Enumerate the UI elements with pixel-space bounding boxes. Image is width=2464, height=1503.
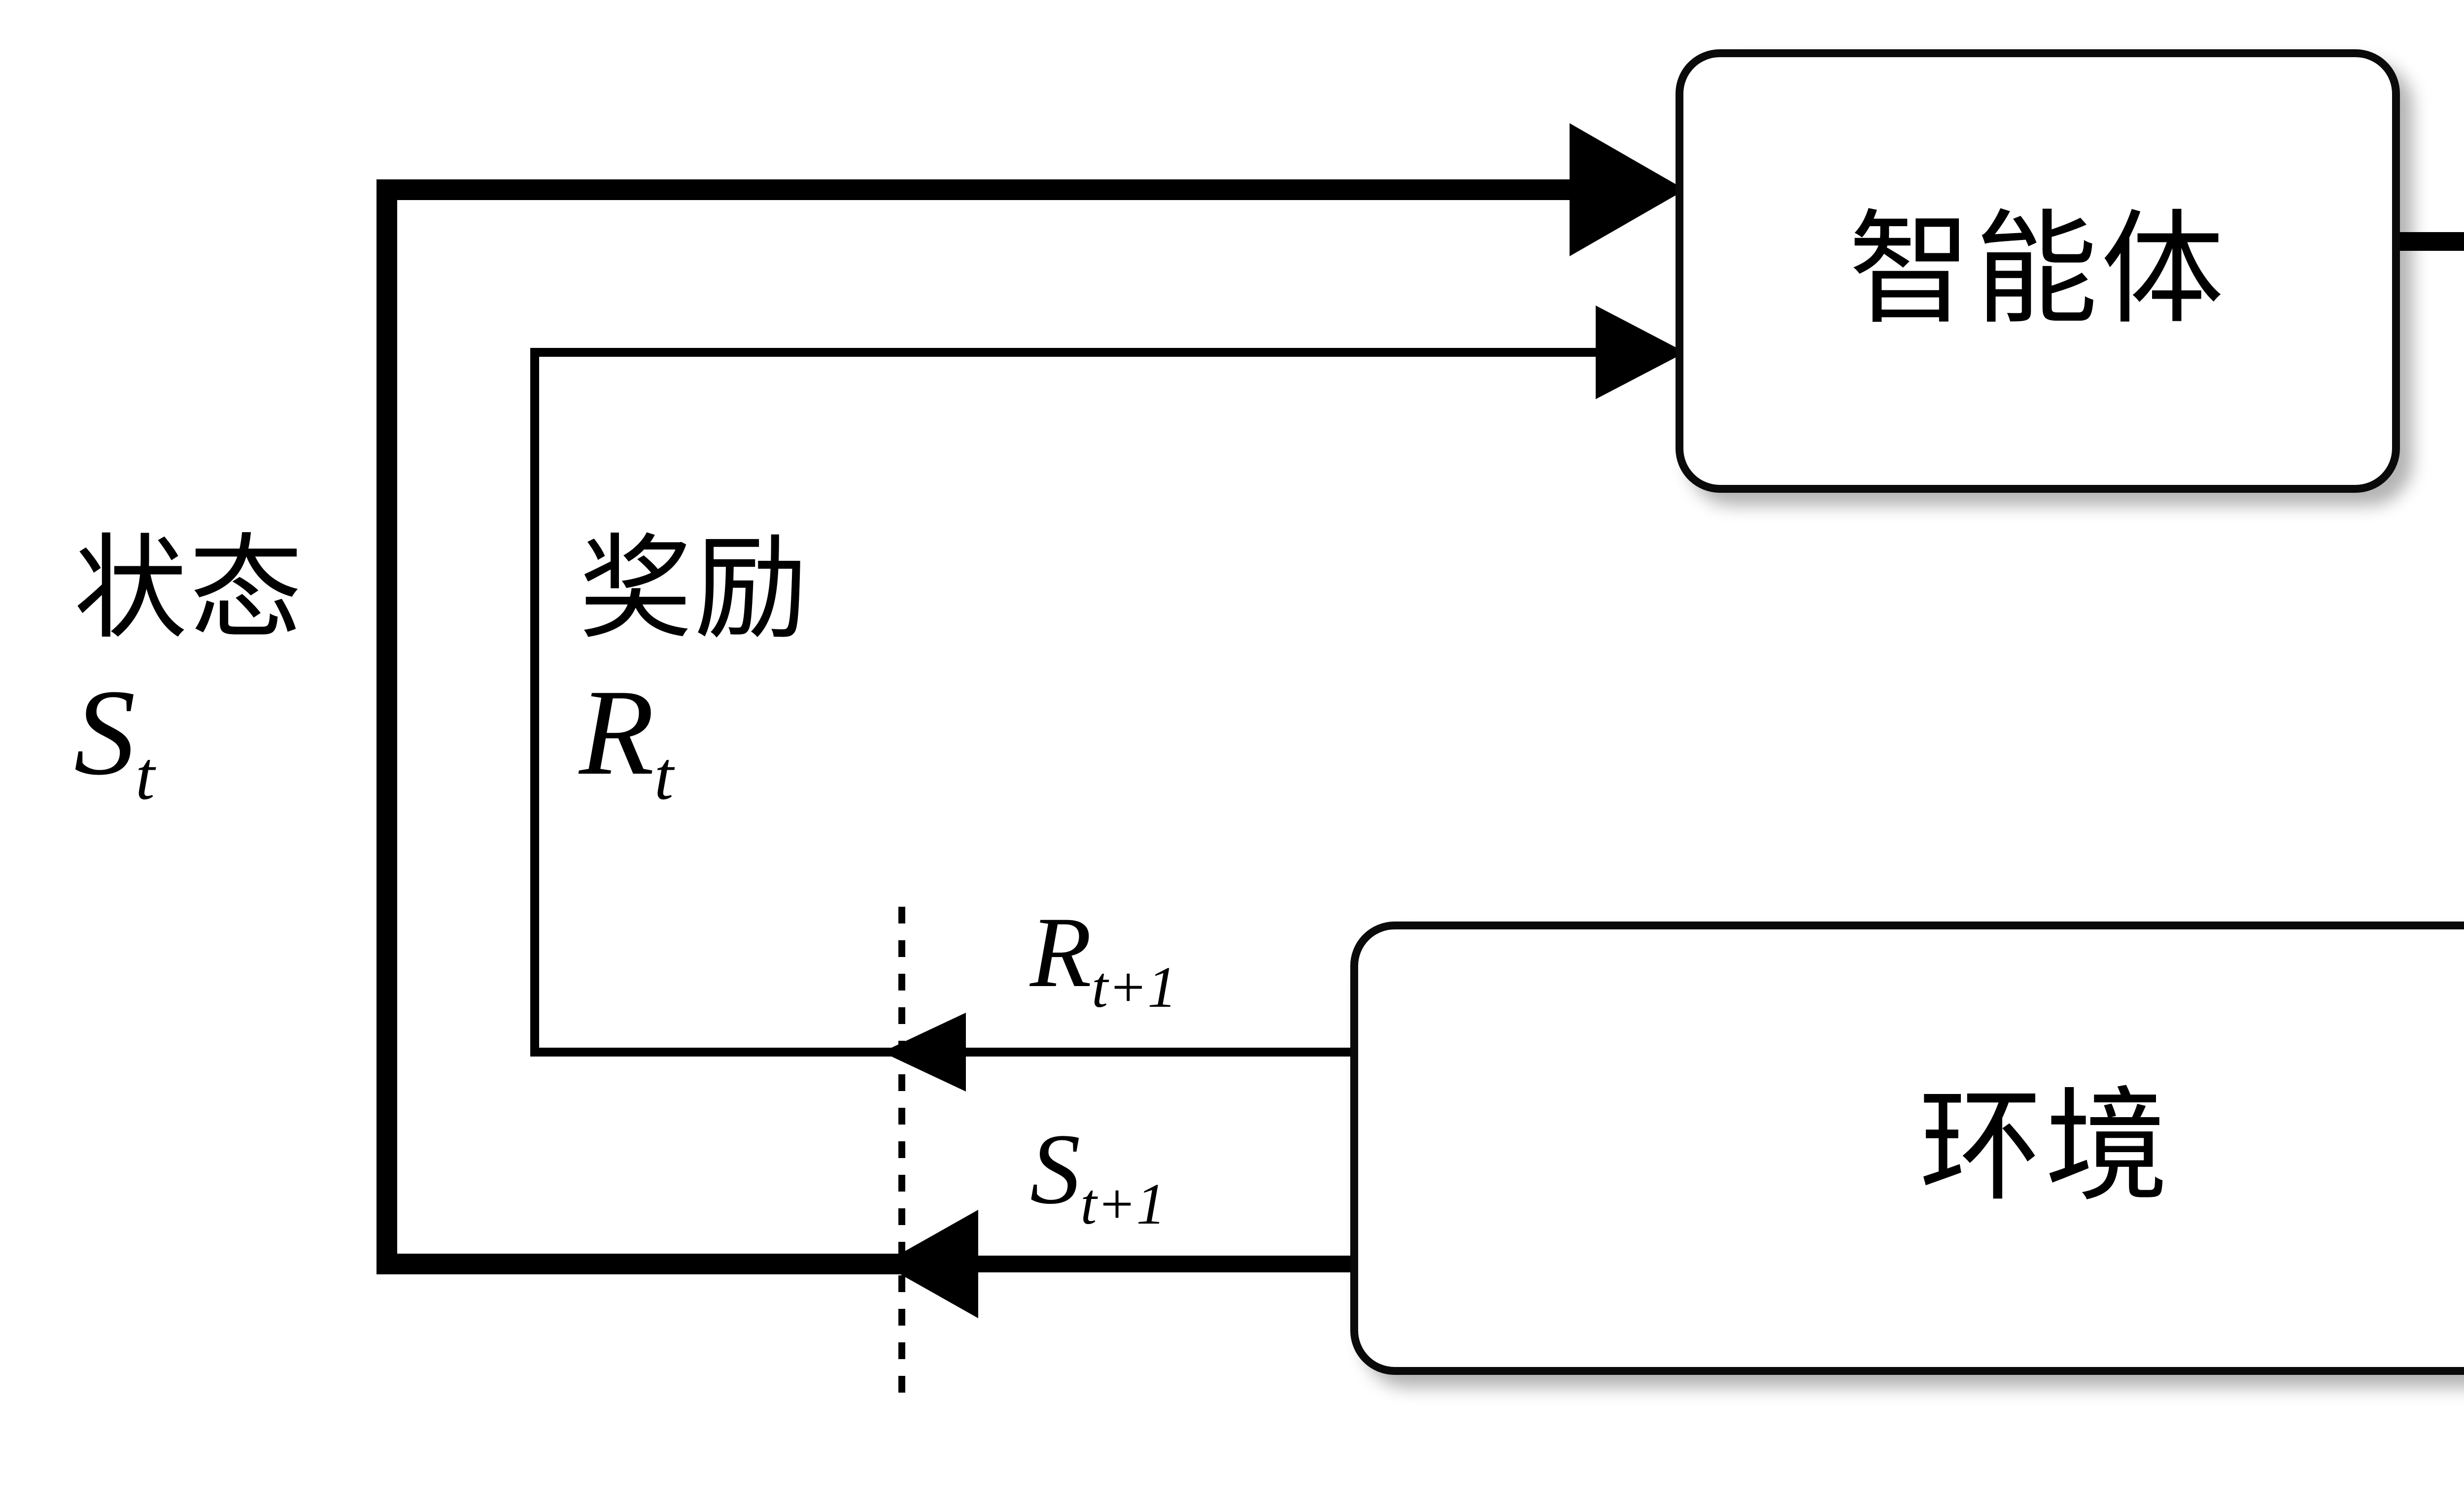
state-next-subscript: t+1 [1080, 1171, 1166, 1236]
state-symbol-subscript: t [136, 737, 155, 814]
reward-next-subscript: t+1 [1092, 955, 1177, 1020]
environment-node-label: 环境 [1919, 1080, 2171, 1216]
state-next-base: S [1030, 1113, 1081, 1225]
agent-node-label: 智能体 [1848, 203, 2227, 339]
state-label-group: 状态 St [74, 532, 305, 811]
reward-label-word: 奖励 [579, 527, 810, 652]
env-reward-out-arrowhead [882, 1013, 966, 1092]
reward-symbol-subscript: t [654, 737, 674, 814]
state-edge-arrowhead [1570, 123, 1685, 256]
reward-edge-arrowhead [1596, 306, 1685, 399]
state-next-label: St+1 [1030, 1119, 1165, 1233]
agent-node[interactable]: 智能体 [1676, 49, 2400, 493]
reward-next-base: R [1030, 896, 1092, 1008]
reward-next-label: Rt+1 [1030, 902, 1177, 1017]
state-symbol-base: S [74, 664, 136, 801]
state-symbol: St [74, 670, 305, 812]
reward-label-group: 奖励 Rt [579, 532, 810, 811]
reward-symbol: Rt [579, 670, 810, 812]
env-state-out-arrowhead [882, 1210, 978, 1318]
state-label-word: 状态 [74, 527, 305, 652]
reward-symbol-base: R [579, 664, 654, 801]
environment-node[interactable]: 环境 [1350, 922, 2464, 1375]
